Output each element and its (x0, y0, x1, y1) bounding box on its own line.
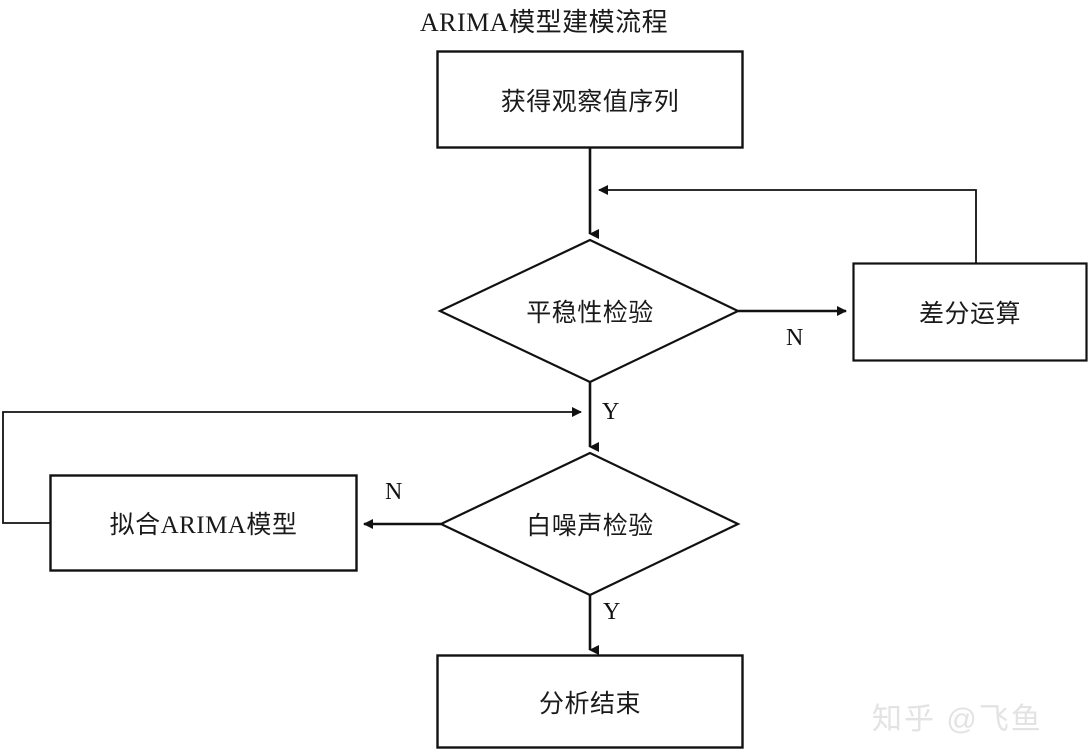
edge-difference-to-stationarity-loop (598, 185, 977, 263)
edge-label-stationarity-no: N (786, 325, 804, 351)
edge-fit-model-to-stationarity-loop (2, 407, 582, 524)
page-title: ARIMA模型建模流程 (419, 8, 669, 37)
node-shape-start[interactable] (436, 50, 744, 149)
node-shape-difference[interactable] (852, 262, 1088, 362)
node-shape-end[interactable] (436, 654, 744, 749)
edge-label-white-noise-no: N (385, 479, 403, 505)
node-shape-white-noise-test[interactable] (438, 451, 741, 597)
watermark: 知乎 @飞鱼 (872, 703, 1043, 736)
edge-label-white-noise-yes: Y (603, 599, 621, 625)
edge-label-stationarity-yes: Y (602, 399, 620, 425)
node-shape-fit-model[interactable] (49, 474, 358, 572)
node-shape-stationarity-test[interactable] (437, 238, 741, 384)
